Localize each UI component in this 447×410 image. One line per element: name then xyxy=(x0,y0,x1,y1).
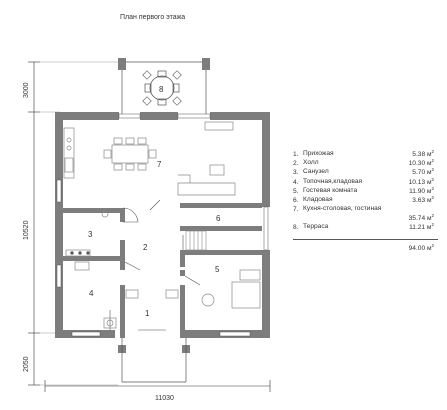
legend-name: Прихожая xyxy=(303,150,334,157)
legend-row: 6. Кладовая 3.63 м2 xyxy=(293,194,438,205)
legend-area: 11.90 м2 xyxy=(409,185,434,195)
room-label-1: 1 xyxy=(145,309,150,318)
legend-area: 11.21 м2 xyxy=(409,221,434,232)
room-label-4: 4 xyxy=(89,289,94,298)
windows xyxy=(56,113,269,337)
guest-furniture xyxy=(201,269,261,309)
legend-num: 3. xyxy=(293,169,299,177)
legend-name: Топочная,кладовая xyxy=(303,177,363,185)
vestibule xyxy=(125,289,179,331)
legend-name: Санузел xyxy=(303,168,329,176)
staircase xyxy=(185,230,207,251)
dim-terrace: 3000 xyxy=(23,82,30,98)
porch xyxy=(118,338,190,383)
bathroom-fixtures xyxy=(65,210,109,257)
dim-width: 11030 xyxy=(155,395,174,402)
legend-area: 35.74 м2 xyxy=(408,212,434,223)
room-label-5: 5 xyxy=(215,265,220,274)
legend-total: 94.00 м2 xyxy=(293,239,438,252)
legend-row: 4. Топочная,кладовая 10.13 м2 xyxy=(293,176,438,187)
legend-num: 8. xyxy=(293,224,299,232)
legend-area: 5.70 м2 xyxy=(412,167,434,177)
room-label-7: 7 xyxy=(157,160,162,169)
terrace xyxy=(118,58,210,115)
kitchen-counter xyxy=(63,127,75,179)
room-label-3: 3 xyxy=(88,230,93,239)
legend-num: 6. xyxy=(293,196,299,204)
room-legend: 1. Прихожая 5.38 м2 2. Холл 10.30 м2 3. … xyxy=(293,148,438,252)
legend-row: 7. Кухня-столовая, гостиная 35.74 м2 xyxy=(293,205,438,223)
doors xyxy=(109,199,201,330)
legend-num: 4. xyxy=(293,178,299,186)
legend-area: 5.38 м2 xyxy=(412,148,434,158)
room-label-2: 2 xyxy=(143,243,148,252)
legend-name: Холл xyxy=(303,159,319,167)
legend-name: Гостевая комната xyxy=(303,186,358,194)
legend-row: 5. Гостевая комната 11.90 м2 xyxy=(293,185,438,196)
sofa xyxy=(177,121,236,196)
legend-name: Кухня-столовая, гостиная xyxy=(303,205,382,213)
dim-height: 10520 xyxy=(23,220,30,240)
legend-num: 5. xyxy=(293,187,299,195)
outer-walls xyxy=(55,112,270,338)
legend-num: 1. xyxy=(293,151,299,158)
room-label-6: 6 xyxy=(216,214,221,223)
plan-title: План первого этажа xyxy=(120,14,186,21)
legend-row: 2. Холл 10.30 м2 xyxy=(293,158,438,168)
interior-walls xyxy=(63,203,265,338)
room-label-8: 8 xyxy=(159,85,164,94)
legend-area: 10.30 м2 xyxy=(408,158,434,168)
legend-name: Терраса xyxy=(303,223,329,231)
legend-name: Кладовая xyxy=(303,195,333,203)
legend-num: 2. xyxy=(293,160,299,168)
boiler-fixtures xyxy=(74,261,117,329)
legend-area: 10.13 м2 xyxy=(408,176,434,186)
legend-row: 1. Прихожая 5.38 м2 xyxy=(293,148,438,159)
legend-area: 3.63 м2 xyxy=(412,194,434,204)
legend-num: 7. xyxy=(293,206,299,214)
legend-row: 3. Санузел 5.70 м2 xyxy=(293,167,438,177)
room-labels: 1 2 3 4 5 6 7 8 xyxy=(88,85,221,318)
legend-row: 8. Терраса 11.21 м2 xyxy=(293,221,438,232)
dim-porch: 2050 xyxy=(23,356,30,372)
dining-table xyxy=(103,137,157,171)
